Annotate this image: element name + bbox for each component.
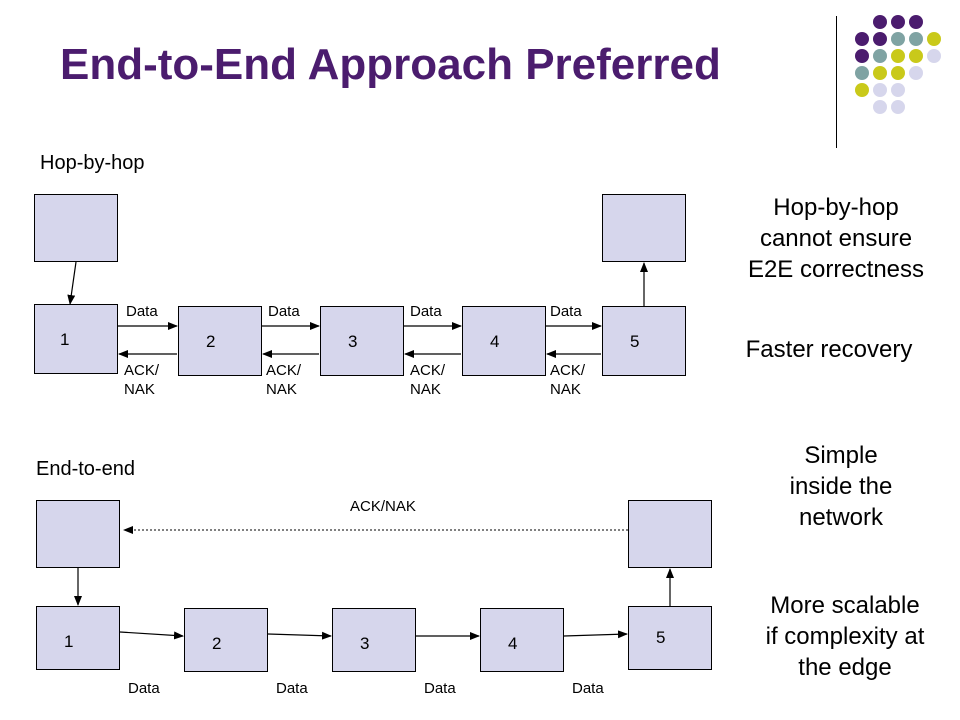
e2e-section-label: End-to-end [36, 458, 135, 480]
hop-node-4-label: 4 [490, 332, 500, 351]
title-divider [836, 16, 837, 148]
decorative-dot [891, 32, 905, 46]
hop-dest-box [602, 194, 686, 262]
decorative-dot [873, 66, 887, 80]
decorative-dot [891, 83, 905, 97]
e2e-node-1-label: 1 [64, 632, 74, 651]
hop-note: Hop-by-hop cannot ensure E2E correctness [747, 194, 925, 284]
e2e-node-5 [628, 606, 712, 670]
hop-ack-label: ACK/ NAK [124, 362, 160, 398]
page-title: End-to-End Approach Preferred [60, 40, 721, 89]
hop-data-label: Data [268, 303, 300, 320]
e2e-data-arrow-4 [563, 630, 628, 639]
hop-node-1-label: 1 [60, 330, 70, 349]
decorative-dot [909, 15, 923, 29]
decorative-dot [927, 49, 941, 63]
decorative-dot [855, 32, 869, 46]
e2e-node-3 [332, 608, 416, 672]
hop-node-5 [602, 306, 686, 376]
e2e-node-2 [184, 608, 268, 672]
decorative-dot [873, 49, 887, 63]
e2e-source-box [36, 500, 120, 568]
decorative-dot [873, 83, 887, 97]
hop-section-label: Hop-by-hop [40, 152, 145, 174]
e2e-data-label: Data [572, 680, 604, 697]
e2e-data-label: Data [424, 680, 456, 697]
hop-ack-label: ACK/ NAK [550, 362, 586, 398]
decorative-dot [891, 100, 905, 114]
hop-data-label: Data [410, 303, 442, 320]
e2e-node-1 [36, 606, 120, 670]
hop-source-arrow [67, 261, 77, 305]
hop-node-2-label: 2 [206, 332, 216, 351]
hop-ack-label: ACK/ NAK [266, 362, 302, 398]
decorative-dot [909, 49, 923, 63]
hop-source-box [34, 194, 118, 262]
hop-node-1 [34, 304, 118, 374]
decorative-dot [891, 66, 905, 80]
hop-data-label: Data [550, 303, 582, 320]
e2e-node-4 [480, 608, 564, 672]
decorative-dot [909, 66, 923, 80]
hop-ack-label: ACK/ NAK [410, 362, 446, 398]
e2e-node-3-label: 3 [360, 634, 370, 653]
e2e-node-2-label: 2 [212, 634, 222, 653]
decorative-dot [873, 32, 887, 46]
e2e-data-arrow-1 [119, 631, 184, 640]
decorative-dot [891, 15, 905, 29]
e2e-data-label: Data [128, 680, 160, 697]
decorative-dot [873, 100, 887, 114]
decorative-dot [873, 15, 887, 29]
hop-node-2 [178, 306, 262, 376]
scalable-note: More scalable if complexity at the edge [765, 592, 925, 682]
decorative-dot [855, 66, 869, 80]
hop-node-4 [462, 306, 546, 376]
hop-node-3-label: 3 [348, 332, 358, 351]
faster-recovery-note: Faster recovery [745, 336, 913, 363]
e2e-data-arrow-2 [267, 631, 332, 640]
e2e-data-label: Data [276, 680, 308, 697]
e2e-ack-label: ACK/NAK [350, 498, 416, 515]
decorative-dot [909, 32, 923, 46]
e2e-dest-box [628, 500, 712, 568]
e2e-node-5-label: 5 [656, 628, 666, 647]
e2e-node-4-label: 4 [508, 634, 518, 653]
decorative-dot [891, 49, 905, 63]
hop-node-3 [320, 306, 404, 376]
decorative-dot [927, 32, 941, 46]
decorative-dot [855, 49, 869, 63]
hop-data-label: Data [126, 303, 158, 320]
hop-node-5-label: 5 [630, 332, 640, 351]
simple-note: Simple inside the network [789, 442, 893, 532]
decorative-dot [855, 83, 869, 97]
